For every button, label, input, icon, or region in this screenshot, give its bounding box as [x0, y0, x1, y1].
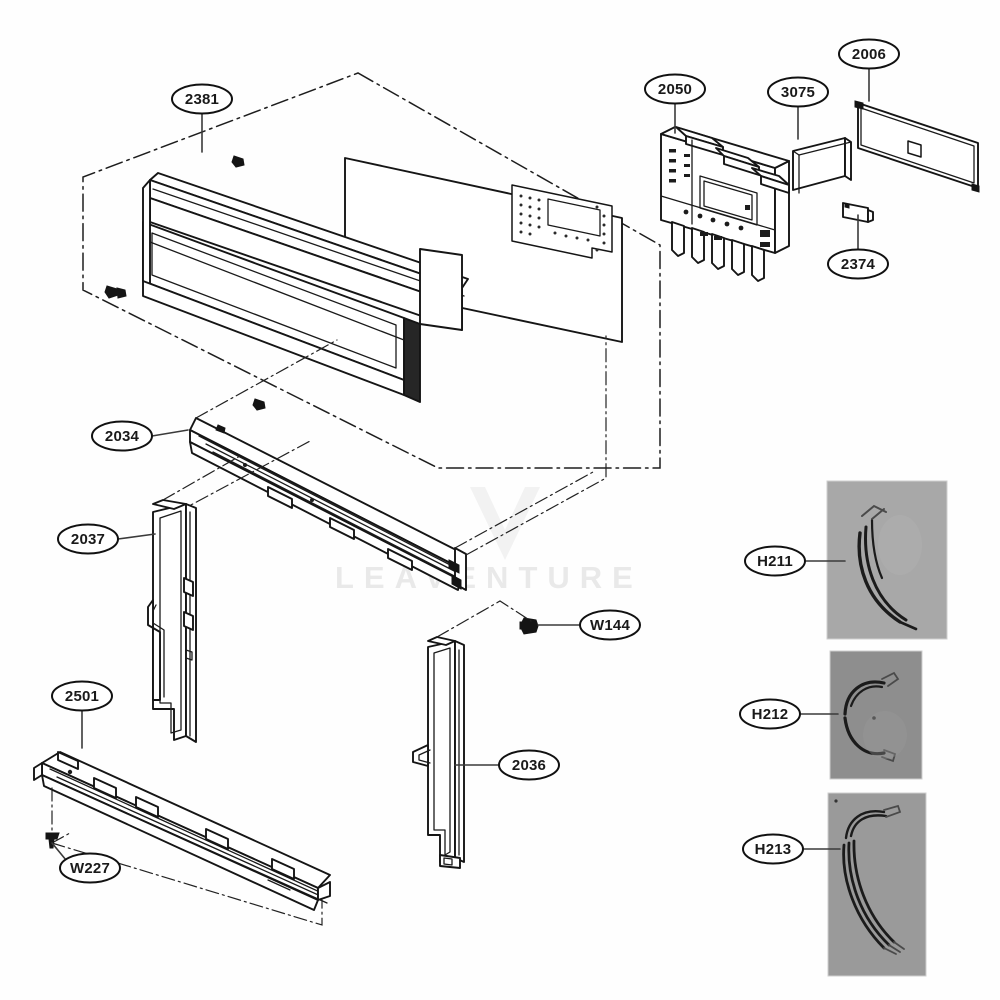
pcb-components	[669, 149, 770, 247]
balloon-ring	[498, 749, 560, 781]
assembly-boundary	[82, 72, 661, 469]
callout-2381[interactable]: 2381	[171, 83, 233, 153]
callout-h213[interactable]: H213	[742, 833, 841, 865]
watermark: LEAVENTURE	[335, 487, 643, 595]
callout-3075[interactable]: 3075	[767, 76, 829, 140]
balloon-ring	[91, 420, 153, 452]
part-2034-upper-trim-rail[interactable]	[189, 417, 467, 591]
part-2374-small-clip[interactable]	[842, 202, 874, 223]
screw-w144-glyph	[519, 617, 539, 635]
screw-w227-glyph	[45, 832, 60, 849]
screw-head-left-2381	[104, 285, 127, 299]
balloon-ring	[742, 833, 804, 865]
screw-head-2034-top	[252, 398, 266, 411]
balloon-label: 2037	[71, 531, 105, 548]
part-2050-control-board[interactable]	[660, 126, 790, 282]
leader-line	[51, 842, 67, 861]
balloon-label: H211	[757, 553, 793, 570]
balloon-label: 3075	[781, 84, 815, 101]
callout-2374[interactable]: 2374	[827, 214, 889, 280]
part-2037-left-bracket[interactable]	[147, 499, 197, 743]
part-2036-right-bracket[interactable]	[412, 636, 465, 869]
balloon-ring	[171, 83, 233, 115]
balloon-ring	[767, 76, 829, 108]
alignment-lines-lower	[162, 455, 532, 638]
callout-w227[interactable]: W227	[51, 842, 121, 884]
balloon-ring	[739, 698, 801, 730]
screw-head-top-2381	[231, 155, 245, 168]
balloon-ring	[644, 73, 706, 105]
callout-2034[interactable]: 2034	[91, 420, 189, 452]
balloon-ring	[59, 852, 121, 884]
balloon-label: 2381	[185, 91, 219, 108]
part-2381-control-panel[interactable]	[142, 157, 623, 403]
balloon-label: H212	[752, 706, 789, 723]
photo-h213	[827, 792, 927, 977]
keypad-dots	[519, 194, 606, 252]
part-2501-lower-rail[interactable]	[33, 751, 331, 911]
callout-h211[interactable]: H211	[744, 545, 846, 577]
alignment-lines-mid	[175, 335, 607, 556]
balloon-ring	[744, 545, 806, 577]
leader-line	[151, 429, 189, 437]
svg-text:LEAVENTURE: LEAVENTURE	[335, 560, 643, 595]
balloon-label: 2036	[512, 757, 546, 774]
photo-h211	[826, 480, 948, 640]
balloon-ring	[579, 609, 641, 641]
callout-2036[interactable]: 2036	[454, 749, 560, 781]
balloon-label: 2006	[852, 46, 886, 63]
callout-2050[interactable]: 2050	[644, 73, 706, 134]
balloon-ring	[51, 680, 113, 712]
balloon-label: H213	[755, 841, 792, 858]
balloon-ring	[827, 248, 889, 280]
leader-line	[117, 533, 156, 540]
callout-2037[interactable]: 2037	[57, 523, 156, 555]
part-2006-rear-cover[interactable]	[854, 100, 980, 193]
part-3075-insulation-plate[interactable]	[792, 137, 852, 194]
photo-h212	[829, 650, 923, 780]
balloon-label: 2034	[105, 428, 140, 445]
balloon-label: W227	[70, 860, 110, 877]
balloon-label: 2050	[658, 81, 692, 98]
callout-h212[interactable]: H212	[739, 698, 839, 730]
balloon-label: 2374	[841, 256, 876, 273]
callout-w144[interactable]: W144	[537, 609, 641, 641]
balloon-ring	[57, 523, 119, 555]
callout-2006[interactable]: 2006	[838, 38, 900, 102]
balloon-ring	[838, 38, 900, 70]
callout-2501[interactable]: 2501	[51, 680, 113, 749]
balloon-label: W144	[590, 617, 630, 634]
balloon-label: 2501	[65, 688, 99, 705]
